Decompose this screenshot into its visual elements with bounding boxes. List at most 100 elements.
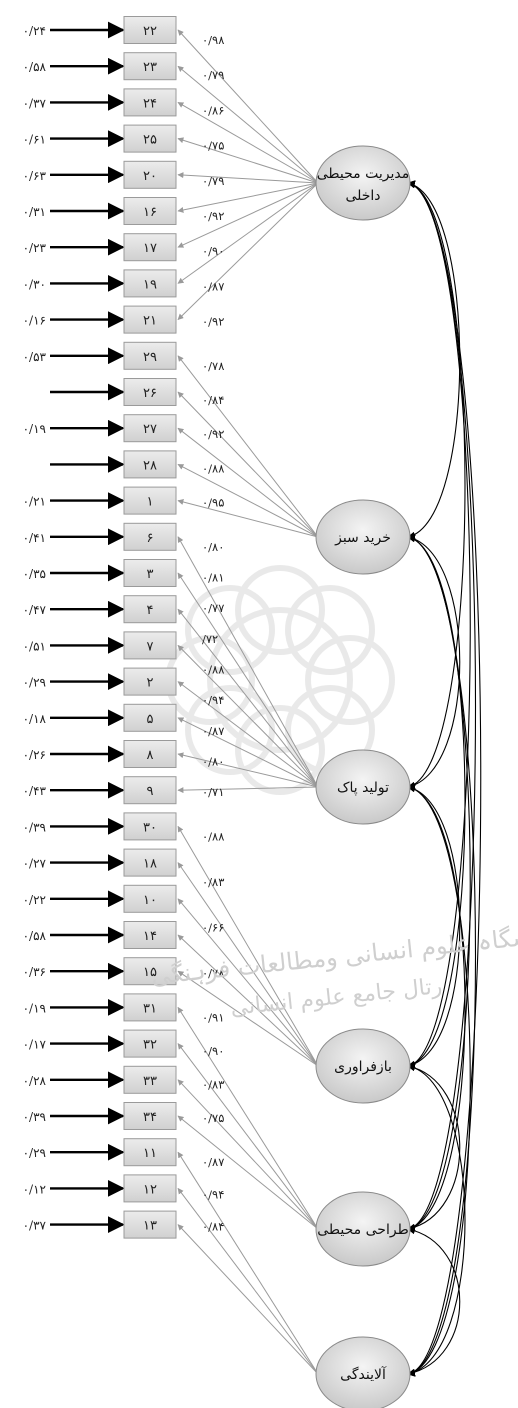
loading-label: ۰/۸۳ xyxy=(202,1077,225,1091)
indicator-label: ۳۳ xyxy=(143,1074,157,1089)
loading-label: ۰/۷۹ xyxy=(202,68,224,82)
indicator-box xyxy=(123,812,177,841)
loading-arrow xyxy=(177,137,319,184)
indicator-label: ۱۷ xyxy=(143,241,157,256)
indicator-box xyxy=(123,848,177,877)
loading-arrow xyxy=(177,825,319,1067)
error-variance-label: ۰/۵۳ xyxy=(23,350,47,364)
loading-arrow xyxy=(177,786,319,794)
watermark-emblem-icon xyxy=(165,565,395,795)
factor-label: طراحی محیطی xyxy=(317,1222,408,1238)
loading-arrow xyxy=(177,970,319,1067)
indicator-box xyxy=(123,1138,177,1167)
loading-arrow xyxy=(177,1151,319,1375)
indicator-box xyxy=(123,305,177,334)
covariance-curves xyxy=(407,180,482,1377)
loading-label: ۰/۸۷ xyxy=(202,724,225,738)
error-variance-label: ۰/۴۱ xyxy=(23,531,46,545)
indicator-label: ۲۳ xyxy=(143,60,157,75)
covariance-curve xyxy=(407,180,476,1232)
indicator-box xyxy=(123,993,177,1022)
error-variance-label: ۰/۳۹ xyxy=(23,820,46,834)
error-variance-label: ۰/۲۳ xyxy=(23,241,47,255)
error-variance-label: ۰/۲۲ xyxy=(23,893,46,907)
factor-label: خرید سبز xyxy=(334,530,391,546)
indicator-box xyxy=(123,1210,177,1239)
covariance-curve xyxy=(407,180,482,1377)
indicator-label: ۳ xyxy=(147,567,154,582)
indicator-label: ۵ xyxy=(147,712,154,727)
loading-arrow xyxy=(177,1006,319,1230)
loading-arrow xyxy=(177,536,319,788)
loading-label: ۰/۶۶ xyxy=(202,921,224,935)
indicator-label: ۲۵ xyxy=(143,133,157,148)
loading-label: ۰/۸۶ xyxy=(202,103,224,117)
loading-arrow xyxy=(177,898,319,1067)
loading-label: ۰/۷۵ xyxy=(202,139,224,153)
indicator-label: ۷ xyxy=(147,639,154,654)
indicator-label: ۱ xyxy=(147,495,154,510)
factor-label: آلایندگی xyxy=(340,1366,387,1383)
loading-arrow xyxy=(177,499,319,538)
error-variance-label: ۰/۳۷ xyxy=(23,1219,47,1233)
loading-arrow xyxy=(177,355,319,538)
indicator-box xyxy=(123,1102,177,1130)
indicator-box xyxy=(123,1174,177,1203)
error-variance-label: ۰/۲۸ xyxy=(23,1074,47,1088)
indicator-label: ۱۳ xyxy=(143,1219,157,1234)
indicator-label: ۲ xyxy=(147,676,154,691)
indicator-label: ۱۰ xyxy=(143,893,157,908)
loading-label: ۰/۸۸ xyxy=(202,829,225,843)
latent-factor-ellipse xyxy=(315,749,411,825)
loading-arrow xyxy=(177,934,319,1067)
indicator-label: ۱۹ xyxy=(143,277,157,292)
error-variance-label: ۰/۱۶ xyxy=(23,314,46,328)
loading-label: ۰/۹۲ xyxy=(202,315,224,329)
loading-arrow xyxy=(177,644,319,788)
loading-arrow xyxy=(177,862,319,1067)
factor-label: داخلی xyxy=(345,188,380,204)
loading-label: ۰/۹۱ xyxy=(202,1010,224,1024)
loading-arrow xyxy=(177,182,319,284)
indicator-label: ۸ xyxy=(147,748,154,763)
latent-factor-ellipse xyxy=(315,145,411,221)
indicator-box xyxy=(123,595,177,624)
loading-label: ۰/۸۰ xyxy=(202,540,224,554)
loading-label: ۰/۸۷ xyxy=(202,1155,225,1169)
error-variance-label: ۰/۵۱ xyxy=(23,639,46,653)
error-variance-label: ۰/۲۴ xyxy=(23,24,46,38)
indicator-box xyxy=(123,776,177,805)
loading-arrow xyxy=(177,65,319,184)
error-variance-label: ۰/۱۹ xyxy=(23,422,46,436)
indicator-label: ۳۰ xyxy=(143,820,157,835)
error-variance-label: ۰/۳۵ xyxy=(23,567,46,581)
indicator-box xyxy=(123,1029,177,1058)
error-variance-label: ۰/۱۷ xyxy=(23,1038,47,1052)
indicator-box xyxy=(123,667,177,696)
latent-factor-ellipse xyxy=(315,1028,411,1104)
factor-label: بازفراوری xyxy=(334,1059,392,1075)
loading-label: ۰/۹۵ xyxy=(202,496,224,510)
loading-label: ۰/۸۴ xyxy=(202,1220,224,1234)
indicator-box xyxy=(123,341,177,370)
indicator-label: ۳۴ xyxy=(143,1110,157,1125)
indicator-label: ۲۸ xyxy=(143,458,157,473)
error-arrows: ۰/۲۴۰/۵۸۰/۳۷۰/۶۱۰/۶۳۰/۳۱۰/۲۳۰/۳۰۰/۱۶۰/۵۳… xyxy=(23,21,125,1233)
loading-label: ۰/۹۴ xyxy=(202,693,224,707)
covariance-curve xyxy=(407,180,461,540)
indicator-box xyxy=(123,124,177,153)
error-variance-label: ۰/۳۹ xyxy=(23,1110,46,1124)
covariance-curve xyxy=(407,1063,461,1232)
indicator-box xyxy=(123,740,177,768)
error-variance-label: ۰/۱۲ xyxy=(23,1182,46,1196)
indicator-boxes: ۲۲۲۳۲۴۲۵۲۰۱۶۱۷۱۹۲۱۲۹۲۶۲۷۲۸۱۶۳۴۷۲۵۸۹۳۰۱۸۱… xyxy=(123,16,177,1239)
indicator-label: ۱۴ xyxy=(143,929,157,944)
latent-factor-ellipse xyxy=(315,1191,411,1267)
error-variance-label: ۰/۶۳ xyxy=(23,169,47,183)
loading-arrow xyxy=(177,1043,319,1230)
covariance-curve xyxy=(407,534,471,1232)
indicator-box xyxy=(123,88,177,117)
indicator-label: ۲۰ xyxy=(143,169,157,184)
covariance-curve xyxy=(407,180,466,790)
